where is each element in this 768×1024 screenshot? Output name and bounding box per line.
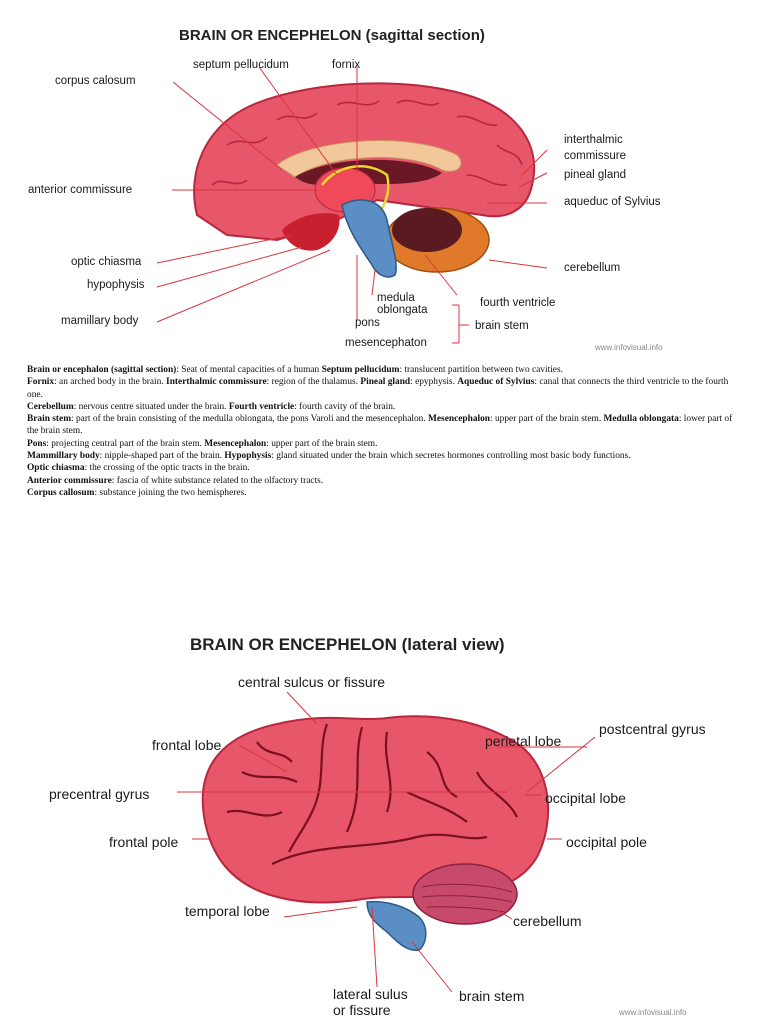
label-temporal-lobe: temporal lobe	[185, 903, 270, 919]
label-pineal-gland: pineal gland	[564, 169, 627, 181]
term: Anterior commissure	[27, 475, 112, 486]
label-medula: medula	[377, 292, 415, 304]
label-anterior-commissure: anterior commissure	[28, 184, 133, 196]
definition: : fourth cavity of the brain.	[294, 401, 396, 412]
sagittal-diagram: BRAIN OR ENCEPHELON (sagittal section) c…	[27, 25, 690, 355]
label-commissure: commissure	[564, 150, 626, 162]
desc-line: Optic chiasma: the crossing of the optic…	[27, 462, 737, 474]
desc-line: Brain or encephalon (sagittal section): …	[27, 364, 737, 376]
label-brain-stem: brain stem	[459, 988, 525, 1004]
sagittal-title: BRAIN OR ENCEPHELON (sagittal section)	[179, 27, 485, 44]
definition: : projecting central part of the brain s…	[46, 438, 205, 449]
label-frontal-lobe: frontal lobe	[152, 737, 222, 753]
label-lateral-sulus: lateral sulus	[333, 986, 408, 1002]
term: Septum pellucidum	[321, 365, 400, 375]
lateral-cerebellum-shape	[412, 863, 518, 925]
label-or-fissure: or fissure	[333, 1002, 391, 1018]
desc-line: Cerebellum: nervous centre situated unde…	[27, 401, 737, 413]
label-interthalmic: interthalmic	[564, 134, 623, 146]
term: Brain or encephalon (sagittal section)	[27, 365, 177, 375]
label-occipital-pole: occipital pole	[566, 834, 647, 850]
label-central-sulcus: central sulcus or fissure	[238, 674, 386, 690]
lateral-brainstem-shape	[366, 900, 427, 951]
desc-line: Anterior commissure: fascia of white sub…	[27, 475, 737, 487]
term: Corpus callosum	[27, 487, 95, 498]
definition: : canal that connects the third ventricl…	[27, 377, 729, 400]
label-fourth-ventricle: fourth ventricle	[480, 297, 556, 309]
cerebellum-inner	[392, 208, 462, 252]
lateral-brain-illustration	[177, 691, 596, 993]
desc-line: Fornix: an arched body in the brain. Int…	[27, 376, 737, 401]
term: Cerebellum	[27, 401, 74, 412]
definition: : epyphysis.	[410, 377, 458, 388]
label-corpus-calosum: corpus calosum	[55, 75, 136, 87]
label-postcentral-gyrus: postcentral gyrus	[599, 721, 706, 737]
leader-lines-2	[177, 691, 596, 993]
label-mamillary-body: mamillary body	[61, 315, 139, 327]
definition: : nervous centre situated under the brai…	[73, 401, 229, 412]
desc-line: Pons: projecting central part of the bra…	[27, 438, 737, 450]
brain-stem-bracket	[452, 304, 469, 344]
hypothalamus-shape	[282, 213, 340, 251]
label-cerebellum: cerebellum	[513, 913, 582, 929]
term: Mesencephalon	[428, 414, 491, 425]
label-mesencephaton: mesencephaton	[345, 337, 427, 349]
label-pons: pons	[355, 317, 380, 329]
label-oblongata: oblongata	[377, 304, 428, 316]
label-occipital-lobe: occipital lobe	[545, 790, 626, 806]
term: Aqueduc of Sylvius	[457, 377, 535, 388]
label-optic-chiasma: optic chiasma	[71, 256, 142, 268]
definition: : upper part of the brain stem.	[490, 414, 604, 425]
label-brain-stem: brain stem	[475, 320, 529, 332]
term: Interthalmic commissure	[166, 377, 267, 388]
brainstem-shape	[341, 199, 397, 278]
description-text: Brain or encephalon (sagittal section): …	[27, 364, 737, 499]
lateral-title: BRAIN OR ENCEPHELON (lateral view)	[190, 635, 505, 654]
credit-watermark: www.infovisual.info	[619, 1008, 687, 1017]
desc-line: Mammillary body: nipple-shaped part of t…	[27, 450, 737, 462]
definition: : upper part of the brain stem.	[266, 438, 378, 449]
desc-line: Brain stem: part of the brain consisting…	[27, 413, 737, 438]
term: Optic chiasma	[27, 463, 85, 474]
definition: : translucent partition between two cavi…	[399, 365, 563, 375]
term: Pons	[27, 438, 47, 449]
lateral-diagram: BRAIN OR ENCEPHELON (lateral view) centr…	[27, 632, 725, 1022]
definition: : nipple-shaped part of the brain.	[99, 451, 225, 462]
term: Pineal gland	[360, 377, 411, 388]
term: Mesencephalon	[204, 438, 267, 449]
label-fornix: fornix	[332, 59, 361, 71]
definition: : Seat of mental capacities of a human	[176, 365, 322, 375]
label-frontal-pole: frontal pole	[109, 834, 179, 850]
desc-line: Corpus callosum: substance joining the t…	[27, 487, 737, 499]
definition: : the crossing of the optic tracts in th…	[84, 463, 250, 474]
label-precentral-gyrus: precentral gyrus	[49, 786, 150, 802]
definition: : substance joining the two hemispheres.	[94, 487, 247, 498]
credit-watermark: www.infovisual.info	[595, 343, 663, 352]
label-septum-pellucidum: septum pellucidum	[193, 59, 289, 71]
definition: : region of the thalamus.	[266, 377, 361, 388]
definition: : part of the brain consisting of the me…	[71, 414, 429, 425]
lateral-sulci	[226, 723, 518, 865]
term: Hypophysis	[224, 451, 272, 462]
term: Fourth ventricle	[228, 401, 295, 412]
term: Fornix	[27, 377, 55, 388]
definition: : lower part of the brain stem.	[27, 414, 733, 437]
term: Medulla oblongata	[603, 414, 679, 425]
definition: : gland situated under the brain which s…	[271, 451, 631, 462]
corpus-callosum-shape	[276, 140, 462, 178]
label-cerebellum: cerebellum	[564, 262, 621, 274]
term: Brain stem	[27, 414, 72, 425]
leader-lines-1	[156, 66, 548, 323]
sagittal-brain-illustration	[156, 66, 548, 344]
label-perietal-lobe: perietal lobe	[485, 733, 562, 749]
label-aqueduc-of-sylvius: aqueduc of Sylvius	[564, 196, 661, 208]
definition: : fascia of white substance related to t…	[111, 475, 324, 486]
label-hypophysis: hypophysis	[87, 279, 145, 291]
term: Mammillary body	[27, 451, 100, 462]
definition: : an arched body in the brain.	[54, 377, 167, 388]
